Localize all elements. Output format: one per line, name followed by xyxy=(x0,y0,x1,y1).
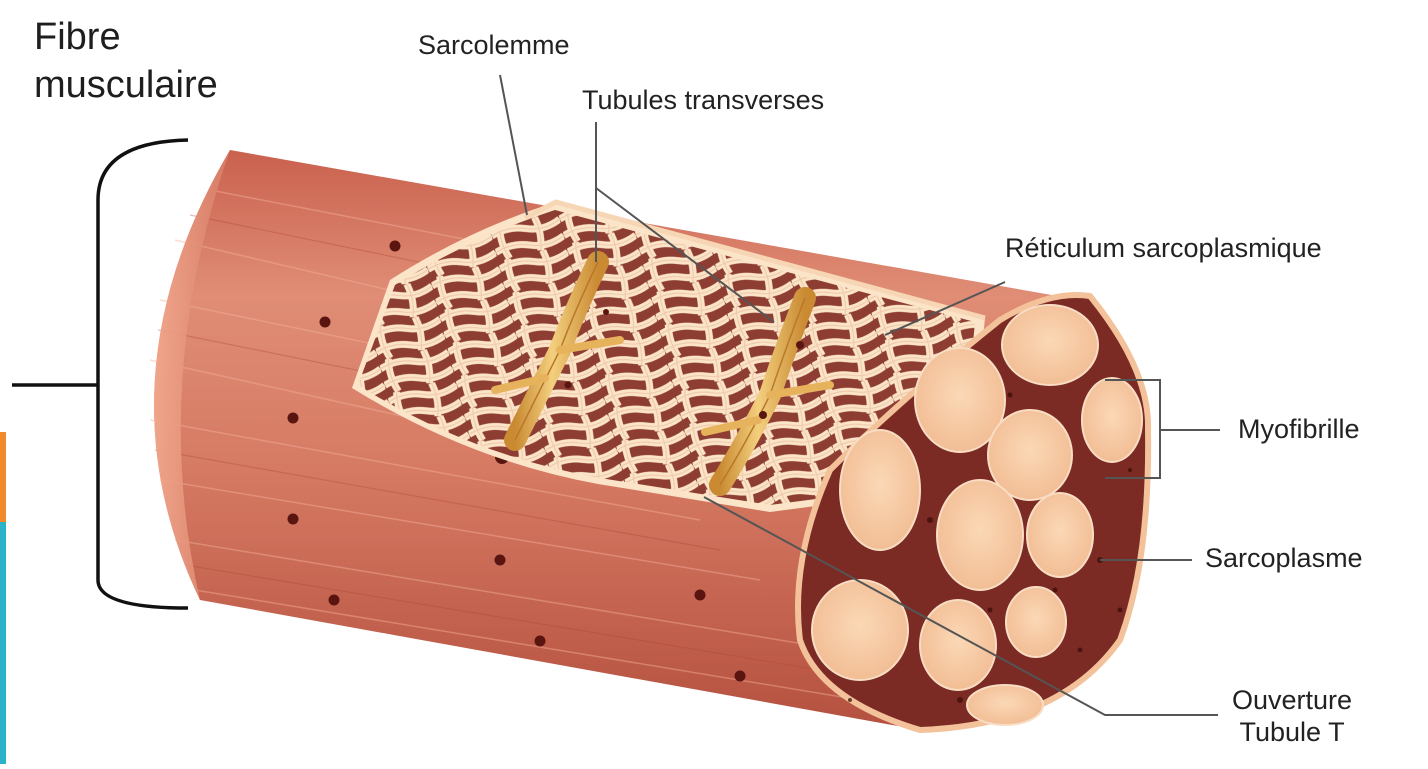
label-myofibrille: Myofibrille xyxy=(1238,414,1360,446)
label-reticulum-sarcoplasmique: Réticulum sarcoplasmique xyxy=(1005,233,1322,265)
label-sarcolemme: Sarcolemme xyxy=(418,30,570,62)
label-fibre-musculaire-text: Fibre musculaire xyxy=(34,16,218,106)
label-fibre-musculaire: Fibre musculaire xyxy=(34,14,218,110)
side-bar-teal xyxy=(0,522,6,764)
side-bar-orange xyxy=(0,432,6,522)
label-tubules-transverses: Tubules transverses xyxy=(582,85,824,117)
label-sarcoplasme: Sarcoplasme xyxy=(1205,543,1363,575)
label-ouverture-tubule-t: Ouverture Tubule T xyxy=(1232,685,1352,749)
